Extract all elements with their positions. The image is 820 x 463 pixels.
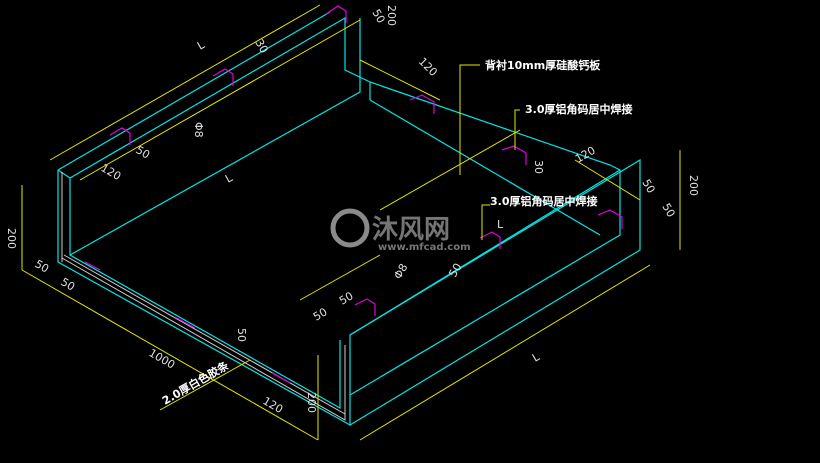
dim-front-50: 50 [235,328,248,342]
dim-front-50b: 50 [337,289,356,307]
note-weld-mid: 3.0厚铝角码居中焊接 [490,194,598,208]
dim-left-200: 200 [5,228,18,249]
dim-top-50: 50 [369,7,387,26]
dim-top-200: 200 [385,5,398,26]
dim-right-120: 120 [573,144,598,166]
dim-front-200: 200 [305,392,318,413]
dimension-lines [21,4,681,441]
dim-center-phi2: Φ8 [391,261,410,281]
watermark-logo-icon [330,208,370,248]
dim-left-L: L [223,171,236,186]
dim-front-120: 120 [261,394,286,416]
dim-left-50b: 50 [59,275,78,293]
aluminum-brackets [84,5,623,384]
dim-front-50a: 50 [311,305,330,323]
dim-center-phi: Φ8 [192,122,205,138]
dim-right-50b: 50 [659,201,677,220]
dim-top-30: 30 [252,37,270,56]
dim-top-120: 120 [416,55,440,79]
watermark-brand: 沐风网 [372,215,450,245]
dim-front-L: L [530,350,543,365]
note-weld-top: 3.0厚铝角码居中焊接 [525,102,633,116]
dim-mid-50: 50 [446,261,464,280]
dim-right-50a: 50 [639,177,657,196]
dim-mid-30: 30 [532,160,545,174]
dim-top-L: L [195,38,208,53]
watermark: 沐风网 www.mfcad.com [330,208,471,253]
dim-right-200: 200 [687,175,700,196]
box-outline [57,11,641,427]
dim-mid-L: L [497,218,504,231]
note-backing: 背衬10mm厚硅酸钙板 [485,58,601,72]
dim-left-50a: 50 [33,257,52,275]
watermark-url: www.mfcad.com [378,242,471,253]
dim-left-50: 50 [134,143,153,161]
dim-left-120: 120 [99,161,124,183]
